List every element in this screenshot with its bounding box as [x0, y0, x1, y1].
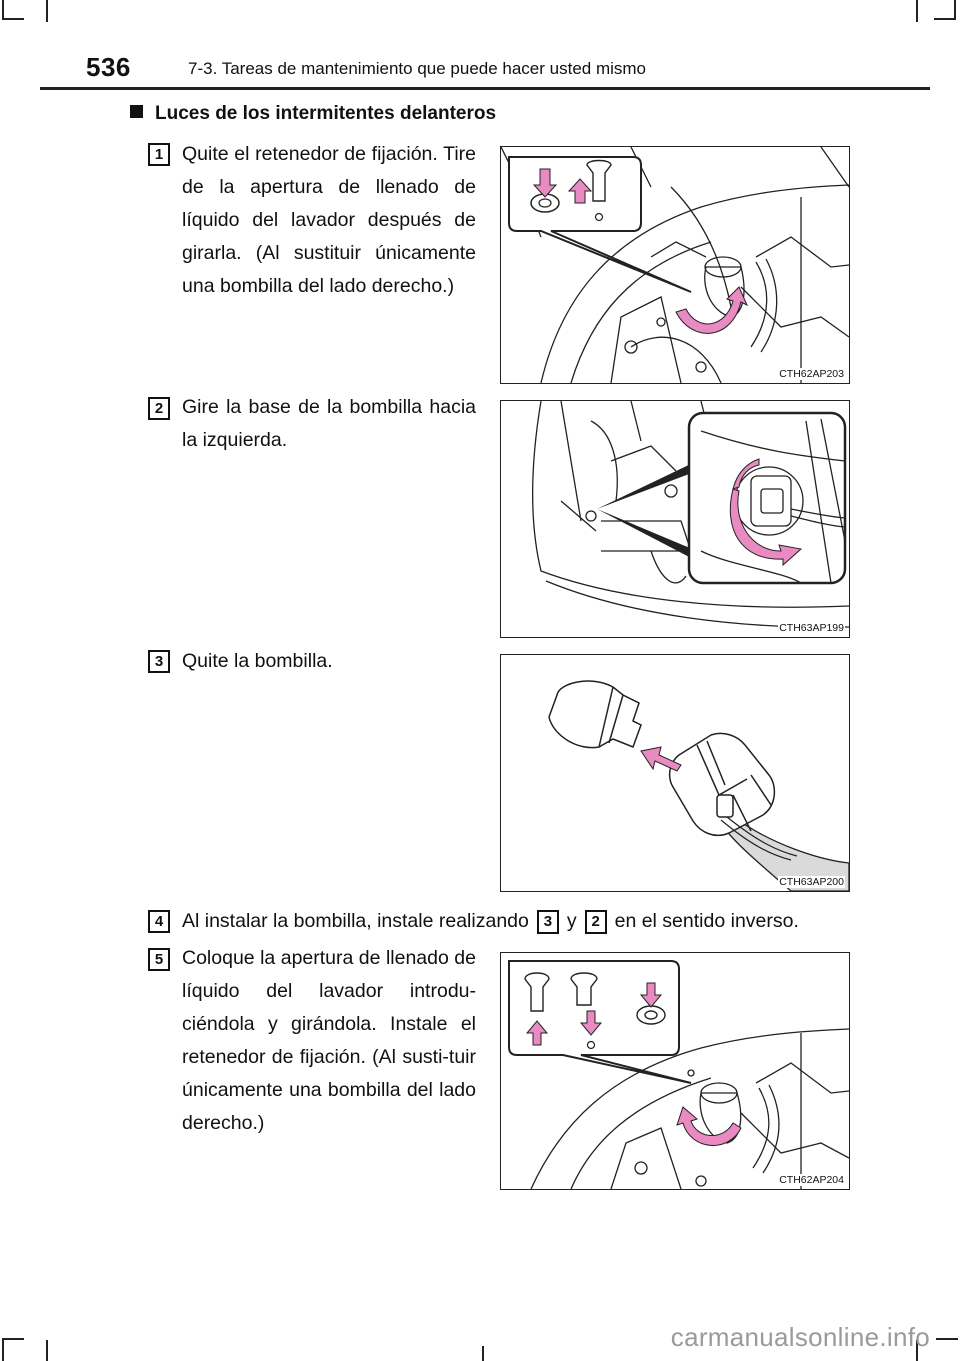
figure-step-2: CTH63AP199: [500, 400, 850, 638]
step-number-5: 5: [148, 948, 170, 971]
figure-code: CTH62AP204: [778, 1174, 845, 1186]
crop-mark: [2, 18, 24, 20]
step-4-text: Al instalar la bombilla, instale realiza…: [182, 906, 799, 936]
crop-mark: [482, 1346, 484, 1361]
figure-step-5: CTH62AP204: [500, 952, 850, 1190]
step-3-text: Quite la bombilla.: [182, 650, 333, 672]
header-rule: [40, 87, 930, 90]
figure-code: CTH63AP199: [778, 622, 845, 634]
crop-mark: [936, 1338, 958, 1340]
crop-mark: [934, 18, 956, 20]
crop-mark: [46, 0, 48, 22]
step-4-text-middle: y: [566, 910, 577, 932]
bulb-removal-illustration: [548, 680, 849, 891]
figure-step-3: CTH63AP200: [500, 654, 850, 892]
figure-code: CTH63AP200: [778, 876, 845, 888]
step-1-text: Quite el retenedor de fijación. Tire de …: [182, 143, 476, 297]
page-header: 536 7-3. Tareas de mantenimiento que pue…: [0, 0, 960, 90]
bulb-socket-illustration: [532, 401, 849, 628]
crop-mark: [2, 1338, 4, 1361]
square-bullet-icon: [130, 105, 143, 118]
crop-mark: [46, 1340, 48, 1361]
step-5-text: Coloque la apertura de llenado de líquid…: [182, 947, 476, 1134]
step-reference-3: 3: [536, 910, 559, 934]
page-number: 536: [86, 52, 131, 82]
crop-mark: [916, 1340, 918, 1361]
step-4-text-after: en el sentido inverso.: [614, 910, 799, 932]
section-heading-text: Luces de los intermitentes delanteros: [155, 103, 497, 124]
watermark: carmanualsonline.info: [670, 1322, 930, 1352]
step-number-1: 1: [148, 143, 170, 166]
crop-mark: [2, 1338, 24, 1340]
figure-step-1: CTH62AP203: [500, 146, 850, 384]
section-heading: Luces de los intermitentes delanteros: [130, 103, 496, 125]
chapter-title: 7-3. Tareas de mantenimiento que puede h…: [188, 59, 647, 78]
crop-mark: [916, 0, 918, 22]
step-reference-2: 2: [584, 910, 607, 934]
washer-filler-install-illustration: [508, 960, 849, 1189]
crop-mark: [954, 0, 956, 20]
washer-filler-illustration: [501, 147, 849, 383]
crop-mark: [2, 0, 4, 20]
step-4-text-before: Al instalar la bombilla, instale realiza…: [182, 910, 529, 932]
step-number-2: 2: [148, 397, 170, 420]
step-number-4: 4: [148, 910, 170, 933]
step-2-text: Gire la base de la bombilla hacia la izq…: [182, 396, 476, 451]
step-number-3: 3: [148, 650, 170, 673]
figure-code: CTH62AP203: [778, 368, 845, 380]
